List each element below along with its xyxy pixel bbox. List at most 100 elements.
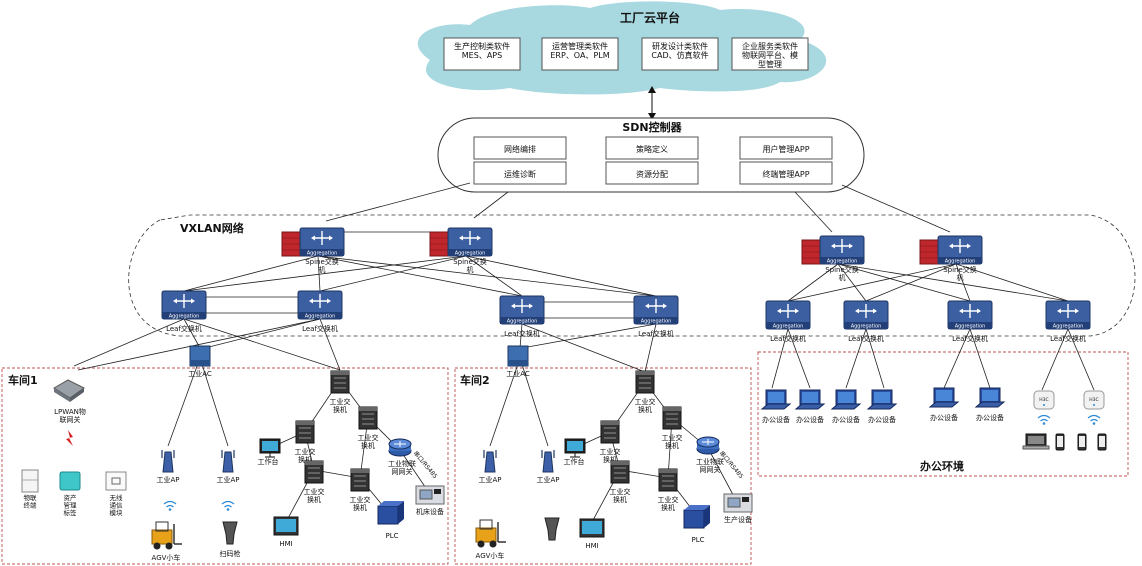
- sdn-box-frame: [739, 161, 833, 185]
- sdn-box-label: 用户管理APP: [762, 144, 809, 154]
- iot-item-label: 资产: [64, 493, 78, 502]
- cloud-box-text: CAD、仿真软件: [651, 50, 708, 60]
- pc-keyboard: [830, 403, 862, 410]
- switch-label: 工业交: [635, 397, 656, 406]
- sdn-box-label: 资源分配: [636, 169, 668, 179]
- iot-gateway-icon: [388, 438, 412, 457]
- arrows-cross-icon: [1059, 304, 1077, 318]
- pc-keyboard: [866, 403, 898, 410]
- industrial-ap-icon: [483, 450, 497, 473]
- ap-led: [1043, 404, 1045, 406]
- laptop-base: [1022, 445, 1050, 450]
- lpwan-label: 联网关: [60, 415, 81, 424]
- spine-switch-label: 机: [839, 273, 846, 282]
- iot-item-label: 模块: [110, 508, 124, 517]
- ap-body: [222, 451, 234, 473]
- arrow-right-icon: [873, 308, 877, 314]
- sdn-title: SDN控制器: [622, 120, 682, 134]
- switch-label: 工业交: [662, 433, 683, 442]
- sdn-controller: SDN控制器 网络编排策略定义用户管理APP运维诊断资源分配终端管理APP: [437, 117, 865, 193]
- machine-label: 机床设备: [416, 507, 444, 516]
- hmi-panel-icon: [273, 516, 299, 536]
- switch-base: [298, 312, 342, 319]
- tower-top: [331, 371, 349, 375]
- iot-terminal-icon: [21, 469, 39, 493]
- arrows-cross-icon: [311, 294, 329, 308]
- spine-leaf-link: [787, 263, 839, 302]
- spine-leaf-link: [465, 255, 523, 297]
- phone-icon: [1055, 433, 1065, 451]
- cloud-box-frame: [731, 37, 809, 71]
- spine-leaf-link: [955, 263, 971, 302]
- sdn-function-box: 资源分配: [605, 161, 699, 185]
- office-pc-icon: [866, 389, 898, 410]
- scanner-label: 扫码枪: [220, 549, 241, 558]
- pc-keyboard: [760, 403, 792, 410]
- ac-ap-link: [519, 357, 549, 447]
- spine-leaf-link: [317, 255, 321, 292]
- iot-item-label: 终端: [24, 501, 38, 510]
- spine-leaf-link: [837, 263, 971, 302]
- workshop1-title: 车间1: [8, 373, 38, 387]
- arrow-right-icon: [329, 235, 333, 241]
- switch-label: 工业交: [600, 447, 621, 456]
- machine-tool-icon: [723, 493, 753, 513]
- spine-switch-icon: Aggregation: [819, 235, 865, 265]
- sdn-box-label: 策略定义: [636, 144, 668, 154]
- office-link: [771, 328, 789, 389]
- cloud-box-text: 企业服务类软件: [742, 41, 798, 51]
- office-pc-icon: [830, 389, 862, 410]
- aggregation-text: Aggregation: [307, 251, 338, 257]
- wheel: [153, 542, 161, 550]
- plc-label: PLC: [691, 536, 704, 544]
- switch-label: 换机: [307, 495, 321, 504]
- switch-label: 换机: [603, 455, 617, 464]
- plc-body: [377, 505, 399, 525]
- wifi-arc: [163, 500, 177, 505]
- leaf-switch-icon: Aggregation: [161, 290, 207, 320]
- gateway-label: 网网关: [392, 467, 413, 476]
- cloud-box-text: 研发设计类软件: [652, 41, 708, 51]
- workshop1-region: [1, 367, 449, 565]
- sdn-function-box: 网络编排: [473, 136, 567, 160]
- ac-base: [190, 360, 210, 366]
- aggregation-text: Aggregation: [827, 259, 858, 265]
- module-chip: [111, 477, 121, 485]
- switch-label: 换机: [333, 405, 347, 414]
- ap-shell: [1083, 390, 1105, 410]
- switch-label: 工业交: [350, 495, 371, 504]
- plc-icon: [377, 501, 404, 525]
- agv-label: AGV小车: [476, 551, 505, 560]
- plc-body: [683, 509, 705, 529]
- ac-ap-link: [489, 357, 521, 447]
- switch-label: 工业交: [295, 447, 316, 456]
- spine-switch-label: Spine交换: [305, 257, 339, 266]
- arrow-left-icon: [511, 303, 515, 309]
- spine-leaf-link: [317, 255, 657, 297]
- spine-switch-label: 机: [467, 265, 474, 274]
- pc-keyboard: [974, 401, 1006, 408]
- wifi-arc: [221, 500, 235, 505]
- scanner-body: [222, 521, 238, 545]
- phone-screen: [1099, 436, 1105, 447]
- leaf-switch-label: Leaf交换机: [848, 334, 884, 343]
- aggregation-text: Aggregation: [455, 251, 486, 257]
- office-link: [845, 328, 867, 389]
- arrow-left-icon: [959, 308, 963, 314]
- wireless-ap-icon: H3C: [1083, 390, 1105, 410]
- switch-label: 换机: [613, 495, 627, 504]
- pc-display: [838, 392, 854, 403]
- aggregation-text: Aggregation: [955, 324, 986, 330]
- phone-screen: [1079, 436, 1085, 447]
- cloud-box-frame: [541, 37, 619, 71]
- sdn-box-frame: [605, 161, 699, 185]
- tower-top: [351, 469, 369, 473]
- spine-leaf-link: [787, 263, 957, 302]
- switch-label: 工业交: [658, 495, 679, 504]
- office-link: [969, 328, 991, 389]
- wifi-signal-icon: [1087, 414, 1101, 425]
- office-link: [1067, 328, 1095, 391]
- wifi-arc: [166, 504, 174, 508]
- leaf-switch-label: Leaf交换机: [504, 329, 540, 338]
